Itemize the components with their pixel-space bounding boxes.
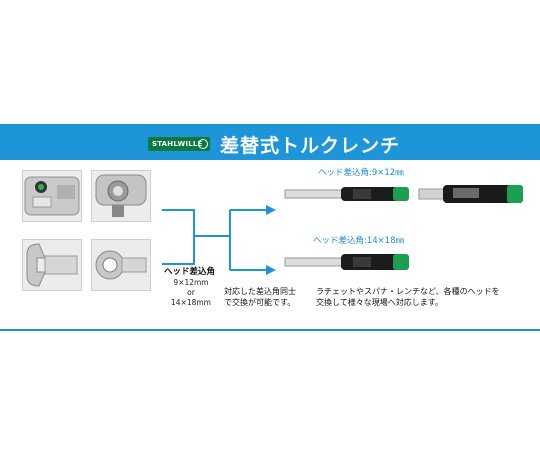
brand-logo-text: STAHLWILLE — [152, 140, 203, 148]
note-compatibility-line2: で交換が可能です。 — [224, 298, 296, 307]
caption-9x12: ヘッド差込角:9×12㎜ — [318, 168, 404, 178]
product-panel: STAHLWILLE 差替式トルクレンチ — [0, 124, 540, 331]
connector-arrows — [162, 205, 276, 275]
title-bar: STAHLWILLE 差替式トルクレンチ — [0, 126, 540, 160]
head-label: ヘッド差込角 — [164, 267, 216, 277]
brand-logo: STAHLWILLE — [148, 137, 210, 151]
spec-or: or — [187, 288, 195, 297]
note-heads-line1: ラチェットやスパナ・レンチなど、各種のヘッドを — [316, 287, 500, 296]
note-heads-line2: 交換して様々な現場へ対応します。 — [316, 298, 443, 307]
panel-title: 差替式トルクレンチ — [220, 135, 401, 157]
spec-9x12: 9×12mm — [173, 278, 209, 287]
ring-head-photo — [91, 239, 151, 291]
ratchet-head-photo-2 — [91, 170, 151, 222]
torque-wrench-14x18-photo — [284, 254, 409, 270]
open-end-head-photo — [22, 239, 82, 291]
ratchet-head-photo-1 — [22, 170, 82, 222]
spec-14x18: 14×18mm — [171, 298, 211, 307]
digital-torque-wrench-photo — [418, 185, 523, 203]
torque-wrench-9x12-photo — [284, 187, 409, 201]
caption-14x18: ヘッド差込角:14×18㎜ — [313, 236, 405, 246]
note-compatibility-line1: 対応した差込角同士 — [224, 287, 296, 296]
logo-ring-icon — [198, 139, 208, 149]
